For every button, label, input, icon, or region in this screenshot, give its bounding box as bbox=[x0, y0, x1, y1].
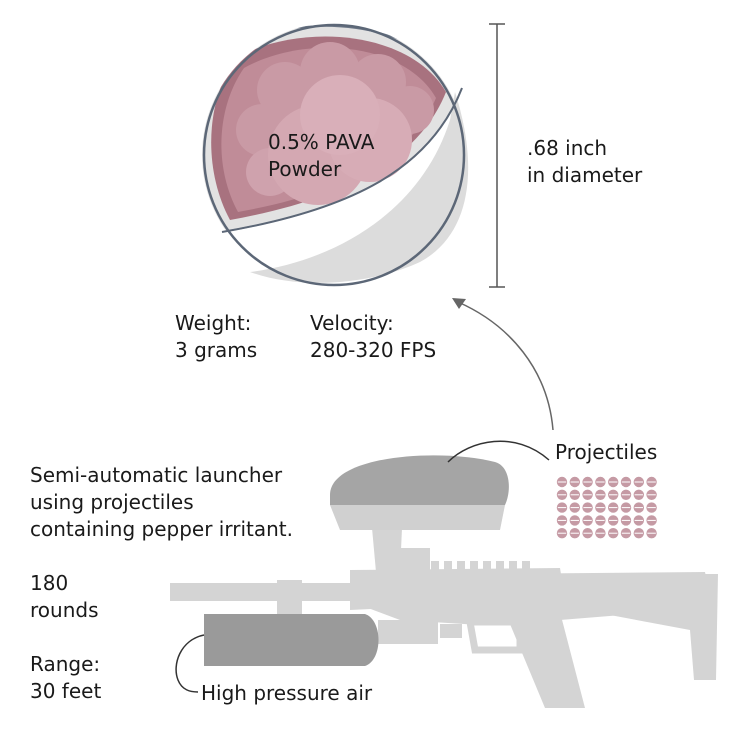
air-label: High pressure air bbox=[201, 680, 372, 707]
rounds-value: 180 bbox=[30, 571, 69, 595]
launcher-description: Semi-automatic launcher using projectile… bbox=[30, 462, 293, 543]
powder-label: 0.5% PAVA Powder bbox=[268, 129, 374, 183]
hopper-base bbox=[330, 505, 505, 530]
cut-edge bbox=[221, 87, 463, 233]
projectile-outline bbox=[202, 23, 466, 287]
weight-label-value: 3 grams bbox=[175, 338, 258, 362]
air-label-text: High pressure air bbox=[201, 681, 373, 705]
projectiles-label: Projectiles bbox=[555, 439, 657, 466]
hopper bbox=[330, 455, 509, 505]
air-tank bbox=[204, 614, 379, 666]
projectile-cutaway bbox=[202, 23, 469, 287]
arrow-head bbox=[452, 298, 466, 309]
range-value: 30 feet bbox=[30, 679, 102, 703]
launcher-description-line2: using projectiles bbox=[30, 490, 194, 514]
diameter-label-line2: in diameter bbox=[527, 163, 643, 187]
projectile-arrow bbox=[452, 298, 554, 431]
powder-label-line2: Powder bbox=[268, 157, 342, 181]
diameter-label-line1: .68 inch bbox=[527, 136, 608, 160]
powder-fill bbox=[221, 42, 436, 212]
hopper-connector bbox=[447, 440, 550, 463]
velocity-label-title: Velocity: bbox=[310, 311, 394, 335]
velocity-label-value: 280-320 FPS bbox=[310, 338, 437, 362]
launcher-silhouette bbox=[170, 455, 718, 708]
range-title: Range: bbox=[30, 652, 101, 676]
diameter-label: .68 inch in diameter bbox=[527, 135, 642, 189]
velocity-label: Velocity: 280-320 FPS bbox=[310, 310, 436, 364]
powder-label-line1: 0.5% PAVA bbox=[268, 130, 375, 154]
rounds-text: rounds bbox=[30, 598, 99, 622]
weight-label: Weight: 3 grams bbox=[175, 310, 257, 364]
projectiles-label-text: Projectiles bbox=[555, 440, 658, 464]
projectile-grid bbox=[556, 476, 657, 539]
range-label: Range: 30 feet bbox=[30, 651, 101, 705]
weight-label-title: Weight: bbox=[175, 311, 252, 335]
launcher-description-line3: containing pepper irritant. bbox=[30, 517, 293, 541]
launcher-description-line1: Semi-automatic launcher bbox=[30, 463, 283, 487]
diameter-dimension bbox=[489, 23, 505, 288]
tank-connector bbox=[175, 634, 205, 693]
shell-shading bbox=[250, 92, 469, 283]
rounds-label: 180 rounds bbox=[30, 570, 99, 624]
